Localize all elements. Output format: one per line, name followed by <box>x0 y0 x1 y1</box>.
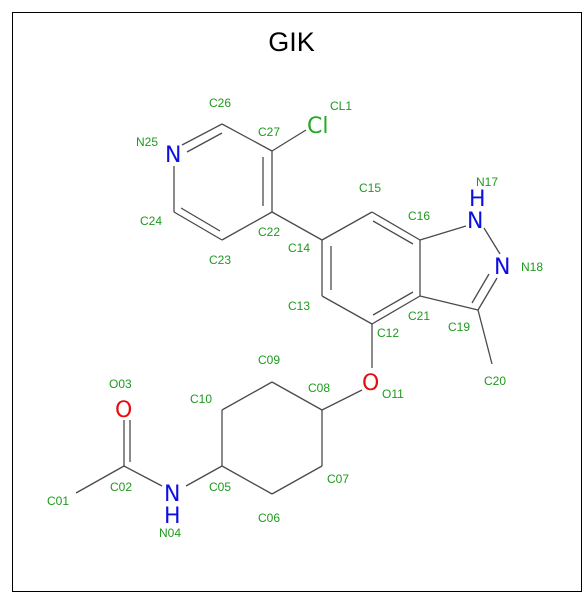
element-symbols: N Cl H N N O O N H <box>115 114 510 529</box>
label-c12: C12 <box>377 326 399 340</box>
bond-c22-c14 <box>271 211 323 241</box>
bond-c21-c12-double <box>372 291 414 316</box>
label-c07: C07 <box>327 472 349 486</box>
bond-c21-c12 <box>371 295 421 325</box>
bond-c09-c10 <box>221 381 273 411</box>
bond-n18-c19 <box>477 277 498 311</box>
bond-n17-n18 <box>483 227 501 255</box>
label-c26: C26 <box>209 96 231 110</box>
atom-n04-symbol: N <box>164 482 180 507</box>
label-c06: C06 <box>258 511 280 525</box>
label-c15: C15 <box>359 181 381 195</box>
label-c24: C24 <box>140 214 162 228</box>
label-n18: N18 <box>521 260 543 274</box>
label-o11: O11 <box>382 387 404 401</box>
label-c20: C20 <box>484 374 506 388</box>
label-n17: N17 <box>476 175 498 189</box>
label-cl1: CL1 <box>330 99 352 113</box>
label-n25: N25 <box>136 135 158 149</box>
bond-c19-c21 <box>419 295 479 311</box>
label-n04: N04 <box>159 526 181 540</box>
label-c23: C23 <box>209 253 231 267</box>
atom-n17-hydrogen-symbol: H <box>469 187 486 212</box>
bond-c15-c16-double <box>372 220 414 245</box>
label-c01: C01 <box>47 494 69 508</box>
label-c14: C14 <box>288 241 310 255</box>
molecule-title: GIK <box>268 27 315 57</box>
label-c21: C21 <box>408 309 430 323</box>
atom-n18-symbol: N <box>494 255 510 280</box>
label-c02: C02 <box>110 480 132 494</box>
label-c10: C10 <box>190 392 212 406</box>
label-c08: C08 <box>308 381 330 395</box>
bond-n04-c02 <box>123 465 163 487</box>
bond-c22-c23 <box>221 211 273 241</box>
atom-labels: C26 C27 CL1 N25 C24 C22 C23 C15 N17 C16 … <box>47 96 543 540</box>
bond-c23-c24 <box>173 211 223 241</box>
bond-c26-c27 <box>221 123 273 152</box>
bond-o11-c08 <box>321 389 363 411</box>
bond-c16-n17 <box>419 225 467 241</box>
bond-c15-c16 <box>371 211 421 241</box>
label-o03: O03 <box>109 377 132 391</box>
bond-c27-cl1 <box>271 129 307 152</box>
bond-c12-c13 <box>321 295 373 325</box>
bond-n18-c19-double <box>471 273 490 304</box>
bond-c23-c24-double <box>180 207 221 232</box>
diagram-frame <box>12 12 582 592</box>
atom-n25-symbol: N <box>165 143 181 168</box>
bond-c19-c20 <box>477 309 493 365</box>
label-c19: C19 <box>448 320 470 334</box>
atom-n04-hydrogen-symbol: H <box>164 504 181 529</box>
label-c09: C09 <box>258 353 280 367</box>
bond-c05-n04 <box>185 465 223 487</box>
bonds <box>75 123 501 495</box>
label-c13: C13 <box>288 299 310 313</box>
bond-c06-c07 <box>271 465 323 495</box>
bond-c02-c01 <box>75 465 125 494</box>
atom-cl1-symbol: Cl <box>307 114 328 139</box>
atom-o03-symbol: O <box>115 398 132 423</box>
bond-c14-c15 <box>321 211 373 241</box>
atom-o11-symbol: O <box>362 371 379 396</box>
atom-n17-symbol: N <box>467 209 483 234</box>
label-c27: C27 <box>258 125 280 139</box>
bond-c08-c09 <box>271 381 323 411</box>
bond-n25-c26 <box>181 123 223 146</box>
bond-c05-c06 <box>221 465 273 495</box>
label-c16: C16 <box>408 209 430 223</box>
label-c05: C05 <box>209 480 231 494</box>
bond-n25-c26-double <box>186 132 223 153</box>
label-c22: C22 <box>258 225 280 239</box>
